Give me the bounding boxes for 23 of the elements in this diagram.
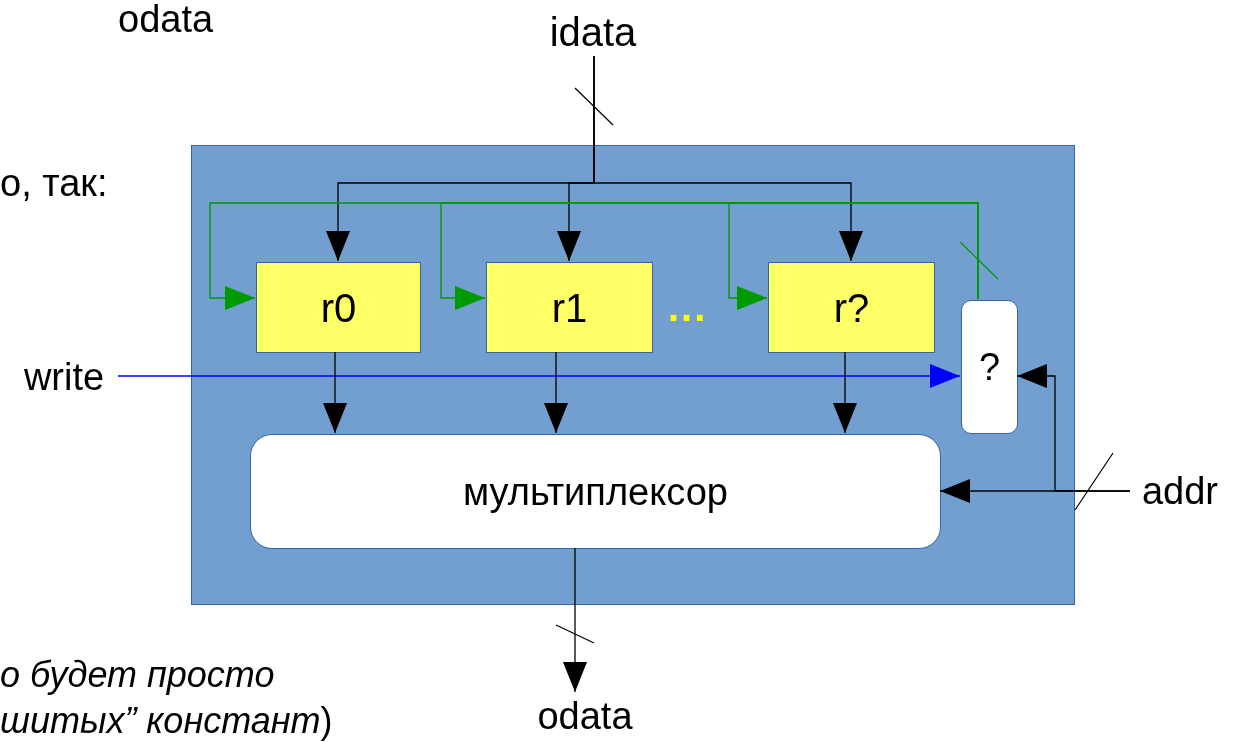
caption-text: о, так: (0, 161, 108, 206)
decoder-box: ? (961, 300, 1018, 434)
signal-label: idata (538, 8, 648, 56)
signal-label: odata (530, 692, 640, 740)
note-text: шитых” констант) (0, 699, 333, 742)
note-text: о будет просто (0, 653, 275, 697)
caption-text: odata (118, 0, 214, 42)
register-box: r? (768, 262, 935, 353)
multiplexer-box: мультиплексор (250, 434, 941, 549)
arrow (939, 479, 1131, 503)
register-box: r0 (256, 262, 421, 353)
arrow (563, 547, 587, 693)
register-box: r1 (486, 262, 653, 353)
signal-label: write (10, 354, 118, 400)
ellipsis-mark: ... (668, 284, 708, 331)
arrow (323, 351, 347, 434)
register-file-block (191, 145, 1075, 605)
arrow (593, 55, 863, 262)
arrow (728, 202, 979, 310)
arrow (544, 351, 568, 434)
signal-label: addr (1130, 468, 1230, 514)
arrow (117, 364, 961, 388)
arrow (833, 351, 857, 434)
